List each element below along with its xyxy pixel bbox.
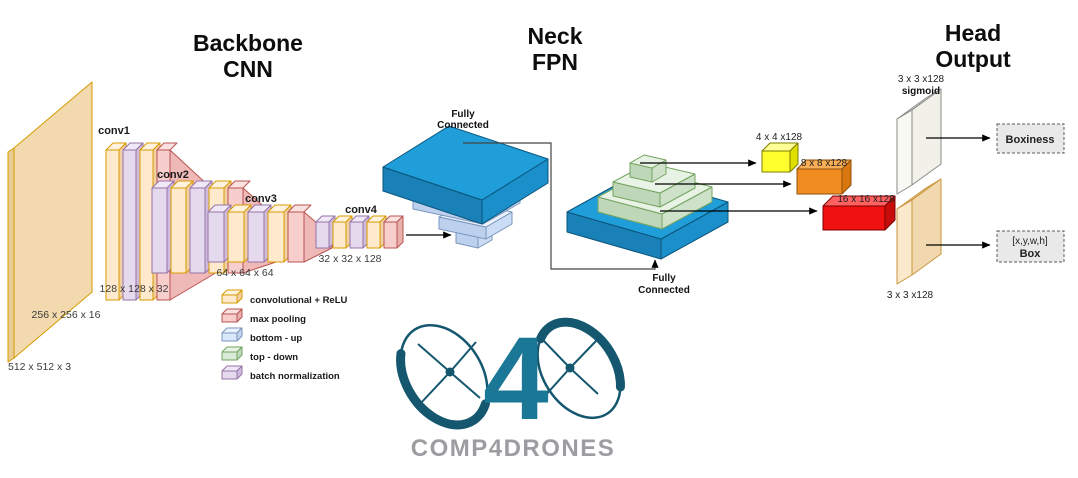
legend-label-pool: max pooling — [250, 314, 306, 325]
conv2-dims-label: 128 x 128 x 32 — [100, 283, 169, 295]
conv4-layer-1-front — [332, 221, 347, 249]
sigmoid-slab-dims: 3 x 3 x128 — [898, 74, 945, 85]
fc-top-label-line2: Connected — [437, 120, 489, 131]
conv1-layer-0-front — [105, 149, 120, 301]
legend-swatch-1-front — [221, 313, 238, 323]
neck-title-line1: Neck — [528, 23, 583, 49]
input-sheet-edge — [7, 147, 15, 363]
legend-swatch-3-front — [221, 351, 238, 361]
conv4-dims-label: 32 x 32 x 128 — [318, 253, 381, 265]
input-sheet — [13, 81, 93, 359]
logo-wordmark: COMP4DRONES — [411, 435, 616, 462]
neck-title-line2: FPN — [532, 49, 578, 75]
comp4drones-logo: 4 COMP4DRONES — [396, 313, 625, 462]
legend-label-batchnorm: batch normalization — [250, 371, 340, 382]
conv1-dims-label: 256 x 256 x 16 — [32, 309, 101, 321]
conv3-label: conv3 — [245, 193, 277, 205]
legend-swatch-2-front — [221, 332, 238, 342]
boxiness-output-label: Boxiness — [1006, 134, 1055, 146]
conv3-layer-4-front — [287, 211, 305, 263]
conv4-layer-3-front — [366, 221, 381, 249]
xywh-output-box — [996, 230, 1065, 263]
conv1-layer-2-front — [139, 149, 154, 301]
conv3-dims-label: 64 x 64 x 64 — [216, 267, 273, 279]
head-title-line2: Output — [935, 46, 1011, 72]
head-box-slab-front — [896, 199, 913, 285]
feature-8x8-cube-front — [796, 168, 843, 195]
legend-swatch-0-front — [221, 294, 238, 304]
conv4-layer-4-front — [383, 221, 398, 249]
backbone-title-line1: Backbone — [193, 30, 303, 56]
logo-numeral: 4 — [483, 313, 549, 445]
head-sigmoid-slab-face — [911, 88, 942, 186]
conv1-label: conv1 — [98, 125, 130, 137]
xywh-output-line1: [x,y,w,h] — [1012, 236, 1048, 247]
conv3-layer-2-front — [247, 211, 265, 263]
left-rotor-icon — [396, 323, 490, 430]
fc-top-label-line1: Fully — [451, 109, 475, 120]
input-dims-label: 512 x 512 x 3 — [8, 361, 71, 373]
right-rotor-icon — [536, 317, 625, 420]
conv2-label: conv2 — [157, 169, 189, 181]
conv2-layer-1-front — [170, 187, 187, 274]
xywh-output-line2: Box — [1020, 248, 1042, 260]
head-box-slab-face — [911, 178, 942, 276]
head-sigmoid-slab-front — [896, 109, 913, 195]
conv3-layer-1-front — [227, 211, 245, 263]
sigmoid-slab-activation: sigmoid — [902, 86, 940, 97]
conv1-layer-1-front — [122, 149, 137, 301]
conv2-layer-0-front — [151, 187, 168, 274]
conv2-layer-2-front — [189, 187, 206, 274]
neck-topdown-level3-top — [629, 154, 667, 169]
fc-bottom-label-line1: Fully — [652, 273, 676, 284]
box-slab-dims: 3 x 3 x128 — [887, 290, 934, 301]
conv4-layer-4-side — [396, 215, 404, 249]
feature-4x4-label: 4 x 4 x128 — [756, 132, 803, 143]
head-title-line1: Head — [945, 20, 1001, 46]
boxiness-output-box — [996, 123, 1065, 154]
conv4-layer-2-front — [349, 221, 364, 249]
backbone-title-line2: CNN — [223, 56, 273, 82]
diagram-shapes — [7, 81, 1065, 380]
conv3-layer-0-front — [207, 211, 225, 263]
feature-4x4-cube-front — [761, 150, 791, 173]
neck-bottomup-fc-slab-top — [382, 125, 549, 201]
legend-label-conv: convolutional + ReLU — [250, 295, 348, 306]
diagram-labels: Backbone CNN Neck FPN Head Output conv1 … — [8, 20, 1054, 382]
conv4-label: conv4 — [345, 204, 378, 216]
legend-swatch-4-front — [221, 370, 238, 380]
fc-bottom-label-line2: Connected — [638, 285, 690, 296]
legend-label-topdown: top - down — [250, 352, 298, 363]
feature-16x16-cube-front — [822, 205, 886, 231]
fc-connector-line — [463, 142, 659, 270]
feature-8x8-label: 8 x 8 x128 — [801, 158, 848, 169]
feature-16x16-label: 16 x 16 x128 — [837, 194, 895, 205]
conv3-layer-3-front — [267, 211, 285, 263]
legend-label-bottomup: bottom - up — [250, 333, 302, 344]
conv4-layer-0-front — [315, 221, 330, 249]
